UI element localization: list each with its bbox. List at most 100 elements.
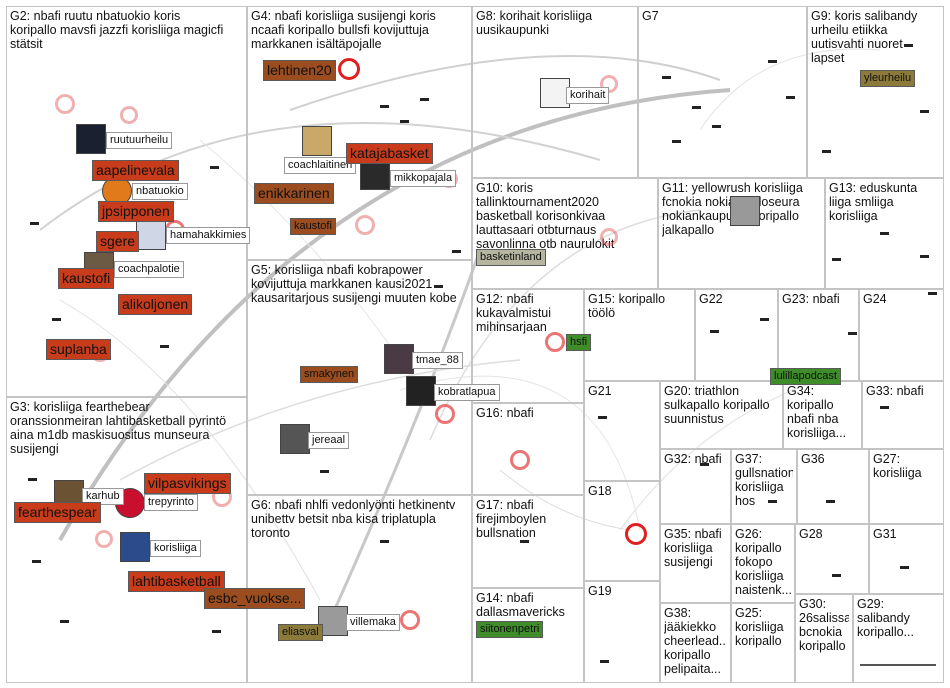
node-label[interactable]: smakynen (300, 366, 359, 383)
node-label[interactable]: coachlaitinen (284, 157, 357, 174)
node-label[interactable]: ruutuurheilu (106, 132, 173, 149)
node-label[interactable]: nbatuokio (132, 183, 188, 200)
vertex-ring[interactable] (55, 94, 75, 114)
group-title: G12: nbafi kukavalmistui mihinsarjaan (476, 292, 552, 334)
node-label[interactable]: jpsipponen (98, 201, 174, 222)
group-g24: G24 (859, 289, 944, 381)
edge-arc (499, 469, 631, 531)
node-label[interactable]: basketinland (476, 249, 546, 266)
group-g22: G22 (695, 289, 778, 381)
node-label[interactable]: lahtibasketball (128, 571, 225, 592)
avatar[interactable] (136, 220, 166, 250)
vertex-marker (520, 540, 529, 543)
group-g8: G8: korihait korisliiga uusikaupunki (472, 6, 638, 178)
vertex-marker (210, 166, 219, 169)
group-title: G28 (799, 527, 823, 541)
vertex-marker (320, 470, 329, 473)
group-g20: G20: triathlon sulkapallo koripallo suun… (660, 381, 783, 449)
node-label[interactable]: villemaka (346, 614, 400, 631)
group-g16: G16: nbafi (472, 403, 584, 495)
vertex-marker (662, 76, 671, 79)
node-label[interactable]: kaustofi (290, 218, 336, 235)
node-label[interactable]: lulillapodcast (770, 368, 841, 385)
vertex-marker (160, 345, 169, 348)
vertex-marker (768, 60, 777, 63)
node-label[interactable]: trepyrinto (144, 494, 198, 511)
group-title: G26: koripallo fokopo korisliiga naisten… (735, 527, 791, 597)
group-g31: G31 (869, 524, 944, 594)
node-label[interactable]: mikkopajala (390, 170, 457, 187)
vertex-ring[interactable] (338, 58, 360, 80)
node-label[interactable]: enikkarinen (254, 183, 334, 204)
avatar[interactable] (76, 124, 106, 154)
group-title: G7 (642, 9, 659, 23)
group-g17: G17: nbafi firejimboylen bullsnation (472, 495, 584, 588)
avatar[interactable] (384, 344, 414, 374)
vertex-ring[interactable] (120, 106, 138, 124)
group-title: G6: nbafi nhlfi vedonlyönti hetkinentv u… (251, 498, 456, 540)
avatar[interactable] (280, 424, 310, 454)
group-g21: G21 (584, 381, 660, 481)
vertex-marker (768, 500, 777, 503)
group-g30: G30: 26salissa bcnokia koripallo (795, 594, 853, 683)
avatar[interactable] (360, 160, 390, 190)
group-g7: G7 (638, 6, 807, 178)
node-label[interactable]: hsfi (566, 334, 592, 351)
vertex-ring[interactable] (95, 530, 113, 548)
node-label[interactable]: korisliiga (150, 540, 201, 557)
node-label[interactable]: esbc_vuokse... (204, 588, 306, 609)
avatar[interactable] (318, 606, 348, 636)
node-label[interactable]: aapelinevala (92, 160, 179, 181)
avatar[interactable] (302, 126, 332, 156)
node-label[interactable]: fearthespear (14, 502, 101, 523)
avatar[interactable] (406, 376, 436, 406)
group-title: G35: nbafi korisliiga susijengi (664, 527, 722, 569)
node-label[interactable]: vilpasvikings (144, 473, 231, 494)
vertex-ring[interactable] (355, 215, 375, 235)
group-g26: G26: koripallo fokopo korisliiga naisten… (731, 524, 795, 603)
vertex-marker (920, 255, 929, 258)
vertex-marker (30, 222, 39, 225)
vertex-marker (434, 285, 443, 288)
node-label[interactable]: jereaal (308, 432, 350, 449)
node-label[interactable]: suplanba (46, 339, 111, 360)
node-label[interactable]: karhub (82, 488, 124, 505)
node-label[interactable]: siitonenpetri (476, 621, 544, 638)
vertex-ring[interactable] (400, 610, 420, 630)
vertex-marker (760, 318, 769, 321)
vertex-ring[interactable] (435, 404, 455, 424)
group-g9: G9: koris salibandy urheilu etiikka uuti… (807, 6, 944, 178)
node-label[interactable]: lehtinen20 (263, 60, 336, 81)
node-label[interactable]: yleurheilu (860, 70, 916, 87)
node-label[interactable]: coachpalotie (114, 261, 184, 278)
node-label[interactable]: kaustofi (58, 268, 115, 289)
group-g27: G27: korisliiga (869, 449, 944, 524)
vertex-marker (600, 660, 609, 663)
group-g4: G4: nbafi korisliiga susijengi koris nca… (247, 6, 472, 260)
group-title: G37: gullsnation korisliiga hos (735, 452, 793, 508)
vertex-marker (212, 630, 221, 633)
vertex-ring[interactable] (625, 523, 647, 545)
group-title: G3: korisliiga fearthebear oranssionmeir… (10, 400, 227, 456)
group-g19: G19 (584, 581, 660, 683)
avatar[interactable] (730, 196, 760, 226)
node-label[interactable]: hamahakkimies (166, 227, 251, 244)
vertex-ring[interactable] (600, 228, 618, 246)
node-label[interactable]: eliasval (278, 624, 323, 641)
avatar[interactable] (120, 532, 150, 562)
node-label[interactable]: tmae_88 (412, 352, 463, 369)
node-label[interactable]: sgere (96, 231, 140, 252)
node-label[interactable]: kobratlapua (434, 384, 500, 401)
vertex-ring[interactable] (510, 450, 530, 470)
group-title: G34: koripallo nbafi nba korisliiga... (787, 384, 847, 440)
group-title: G24 (863, 292, 887, 306)
node-label[interactable]: katajabasket (346, 143, 433, 164)
group-title: G21 (588, 384, 612, 398)
vertex-ring[interactable] (545, 332, 565, 352)
vertex-marker (904, 44, 913, 47)
node-label[interactable]: korihait (566, 87, 610, 104)
node-label[interactable]: alikoljonen (118, 294, 193, 315)
vertex-marker (832, 258, 841, 261)
avatar[interactable] (540, 78, 570, 108)
